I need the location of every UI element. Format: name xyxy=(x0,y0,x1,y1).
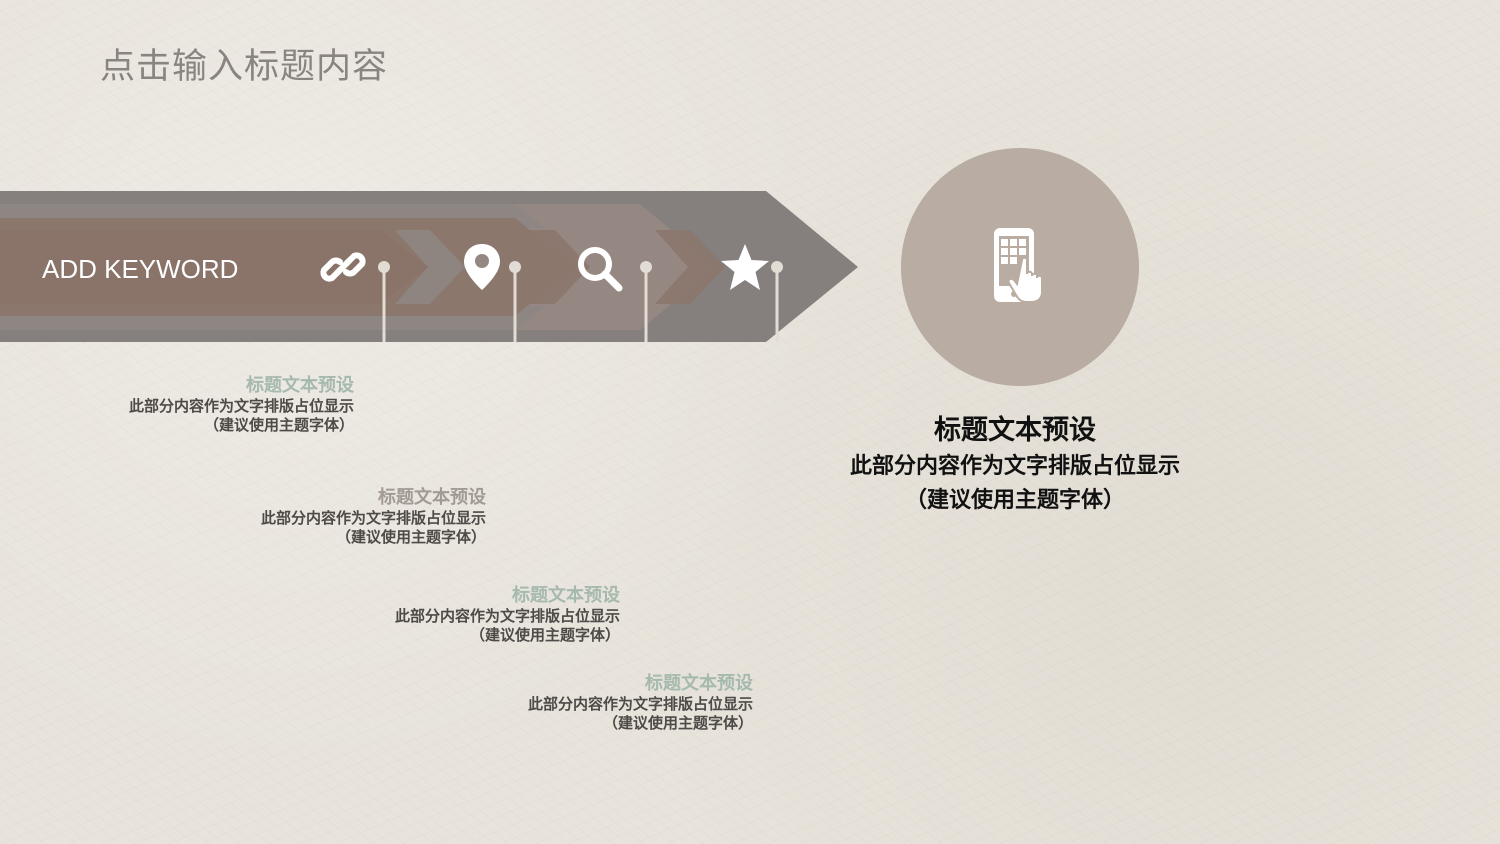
star-icon xyxy=(721,244,769,290)
feature-line2: （建议使用主题字体） xyxy=(904,488,1125,513)
timeline-item-3: 标题文本预设 此部分内容作为文字排版占位显示 （建议使用主题字体） xyxy=(260,585,620,645)
connector-dot-2 xyxy=(509,261,521,273)
timeline-item-2: 标题文本预设 此部分内容作为文字排版占位显示 （建议使用主题字体） xyxy=(126,487,486,547)
item-line1: 此部分内容作为文字排版占位显示 xyxy=(394,607,620,625)
item-heading: 标题文本预设 xyxy=(378,487,486,508)
item-line1: 此部分内容作为文字排版占位显示 xyxy=(527,695,753,713)
location-pin-icon xyxy=(464,244,500,290)
timeline-item-4: 标题文本预设 此部分内容作为文字排版占位显示 （建议使用主题字体） xyxy=(393,673,753,733)
item-line2: （建议使用主题字体） xyxy=(469,626,620,644)
keyword-label: ADD KEYWORD xyxy=(42,254,239,284)
item-heading: 标题文本预设 xyxy=(246,375,354,396)
arrow-innermost xyxy=(0,230,428,304)
timeline-item-1: 标题文本预设 此部分内容作为文字排版占位显示 （建议使用主题字体） xyxy=(0,375,354,435)
chevron-2 xyxy=(520,230,590,304)
item-line2: （建议使用主题字体） xyxy=(602,714,753,732)
item-line1: 此部分内容作为文字排版占位显示 xyxy=(128,397,354,415)
item-line1: 此部分内容作为文字排版占位显示 xyxy=(260,509,486,527)
feature-text: 标题文本预设 此部分内容作为文字排版占位显示 （建议使用主题字体） xyxy=(815,412,1215,518)
search-icon xyxy=(578,247,623,292)
touch-phone-icon xyxy=(994,228,1043,303)
item-line2: （建议使用主题字体） xyxy=(203,416,354,434)
connector-dot-4 xyxy=(771,261,783,273)
item-heading: 标题文本预设 xyxy=(512,585,620,606)
chevron-3 xyxy=(655,230,725,304)
connector-dot-1 xyxy=(378,261,390,273)
feature-line1: 此部分内容作为文字排版占位显示 xyxy=(849,454,1180,479)
item-heading: 标题文本预设 xyxy=(645,673,753,694)
page-title: 点击输入标题内容 xyxy=(100,47,389,87)
connector-dot-3 xyxy=(640,261,652,273)
chevron-1 xyxy=(395,230,465,304)
feature-heading: 标题文本预设 xyxy=(934,415,1096,446)
link-icon xyxy=(320,252,366,282)
item-line2: （建议使用主题字体） xyxy=(335,528,486,546)
